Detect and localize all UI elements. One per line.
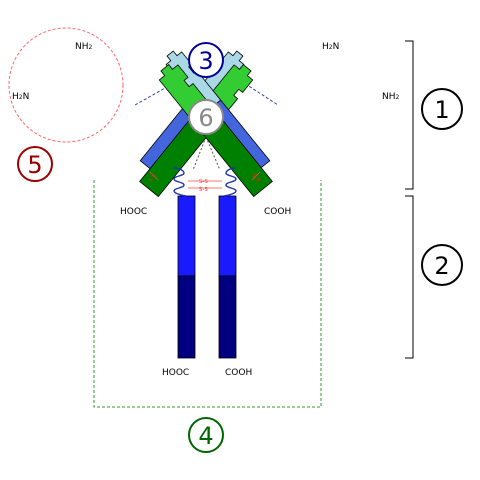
- label-4: 4: [188, 417, 224, 453]
- variable-region-highlight: [8, 27, 124, 143]
- right-fc-upper: [218, 195, 237, 277]
- bracket-1: [405, 40, 414, 190]
- left-arm-hooc: HOOC: [120, 207, 147, 217]
- hinge-disulfide-label-top: S–S: [199, 179, 208, 185]
- right-arm-cooh: COOH: [264, 207, 291, 217]
- label-6-leader-left: [192, 136, 207, 171]
- svg-text:3: 3: [198, 47, 213, 75]
- left-lh-disulfide-label: S–S: [148, 173, 158, 184]
- label-5: 5: [17, 146, 53, 182]
- left-lh-disulfide: [149, 171, 159, 181]
- left-stem-hooc: HOOC: [162, 368, 189, 378]
- svg-text:6: 6: [198, 104, 213, 132]
- label-6-leader-right: [205, 136, 221, 171]
- hinge-disulfide-label-bottom: S–S: [199, 187, 208, 193]
- right-heavy-nh2: NH2: [382, 92, 400, 102]
- svg-text:1: 1: [434, 96, 449, 124]
- svg-text:2: 2: [434, 252, 449, 280]
- svg-text:5: 5: [27, 151, 42, 179]
- bracket-2: [405, 195, 414, 359]
- right-hinge-coil: [223, 167, 237, 197]
- right-lh-disulfide-label: S–S: [251, 173, 261, 184]
- label-2: 2: [421, 244, 463, 286]
- right-lh-disulfide: [251, 171, 261, 181]
- left-heavy-h2n: H2N: [12, 92, 29, 102]
- left-fc-upper: [177, 195, 196, 277]
- svg-text:4: 4: [198, 422, 213, 450]
- right-stem-cooh: COOH: [225, 368, 252, 378]
- left-fc-lower: [177, 275, 196, 359]
- left-hinge-coil: [173, 167, 187, 197]
- fc-region-frame: [93, 180, 322, 408]
- label-6: 6: [188, 99, 224, 135]
- right-fc-lower: [218, 275, 237, 359]
- right-light-h2n: H2N: [322, 42, 339, 52]
- left-light-nh2: NH2: [75, 42, 93, 52]
- label-3: 3: [188, 42, 224, 78]
- label-1: 1: [421, 88, 463, 130]
